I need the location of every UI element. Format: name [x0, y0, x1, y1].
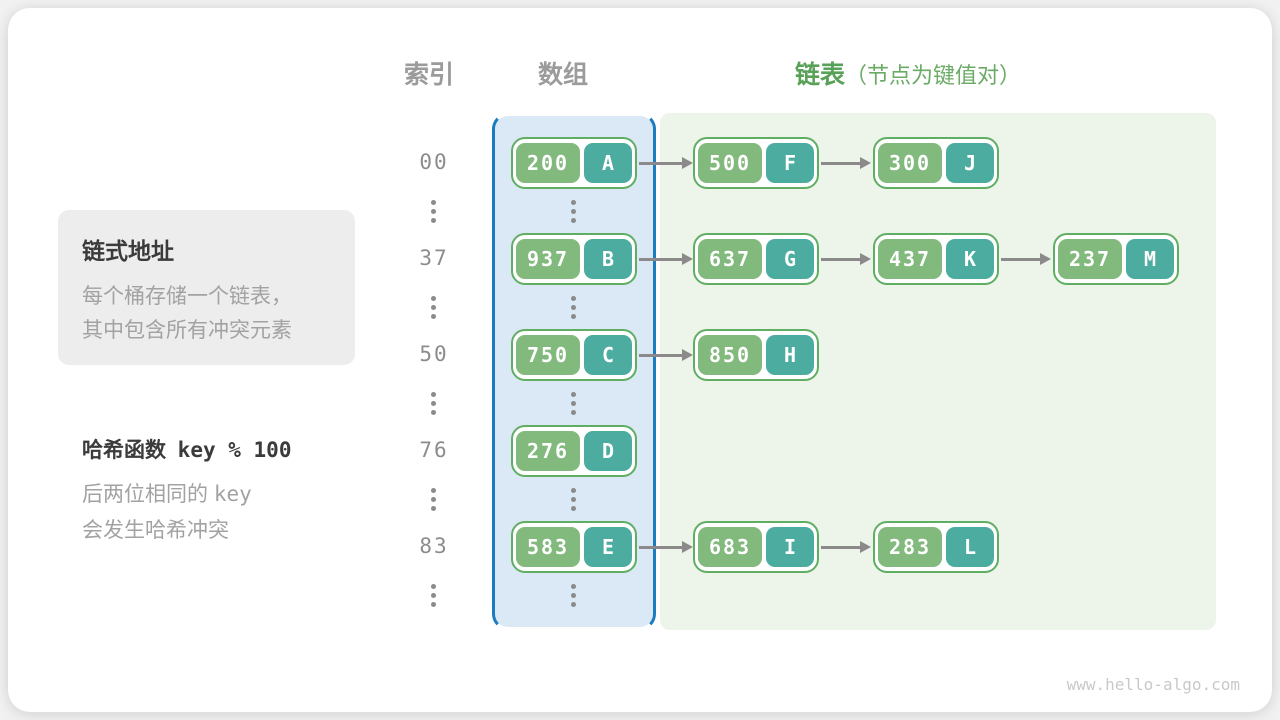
index-label: 37	[419, 246, 449, 270]
chain-node: 300 J	[873, 137, 999, 189]
index-label: 50	[419, 342, 449, 366]
node-value: H	[766, 335, 814, 375]
node-value: C	[584, 335, 632, 375]
bucket-node: 937 B	[511, 233, 637, 285]
node-key: 683	[698, 527, 762, 567]
linked-list-column-header: 链表（节点为键值对）	[795, 55, 1021, 91]
chain-node: 850 H	[693, 329, 819, 381]
hash-note-line2: 会发生哈希冲突	[82, 519, 229, 542]
hash-note-line1: 后两位相同的 key	[82, 482, 252, 506]
node-key: 937	[516, 239, 580, 279]
vertical-ellipsis-icon	[431, 584, 436, 611]
node-key: 200	[516, 143, 580, 183]
index-label: 76	[419, 438, 449, 462]
vertical-ellipsis-icon	[571, 296, 576, 323]
chain-node: 683 I	[693, 521, 819, 573]
chaining-info-box: 链式地址 每个桶存储一个链表， 其中包含所有冲突元素	[58, 210, 355, 365]
index-label: 00	[419, 150, 449, 174]
chain-node: 637 G	[693, 233, 819, 285]
node-key: 437	[878, 239, 942, 279]
hash-function-title: 哈希函数 key % 100	[82, 434, 291, 464]
vertical-ellipsis-icon	[571, 392, 576, 419]
chaining-title: 链式地址	[82, 238, 174, 264]
node-value: I	[766, 527, 814, 567]
bucket-node: 276 D	[511, 425, 637, 477]
chain-node: 237 M	[1053, 233, 1179, 285]
node-key: 583	[516, 527, 580, 567]
chain-node: 437 K	[873, 233, 999, 285]
linked-list-note: （节点为键值对）	[845, 63, 1022, 88]
vertical-ellipsis-icon	[431, 200, 436, 227]
node-value: B	[584, 239, 632, 279]
node-value: M	[1126, 239, 1174, 279]
chain-node: 283 L	[873, 521, 999, 573]
bucket-node: 750 C	[511, 329, 637, 381]
bucket-node: 200 A	[511, 137, 637, 189]
node-key: 300	[878, 143, 942, 183]
vertical-ellipsis-icon	[431, 392, 436, 419]
node-value: L	[946, 527, 994, 567]
linked-list-label: 链表	[795, 61, 846, 89]
node-key: 283	[878, 527, 942, 567]
arrow-icon	[821, 157, 871, 169]
vertical-ellipsis-icon	[431, 296, 436, 323]
node-key: 637	[698, 239, 762, 279]
arrow-icon	[821, 253, 871, 265]
arrow-icon	[639, 349, 693, 361]
node-value: F	[766, 143, 814, 183]
bucket-node: 583 E	[511, 521, 637, 573]
chain-node: 500 F	[693, 137, 819, 189]
arrow-icon	[639, 541, 693, 553]
arrow-icon	[639, 157, 693, 169]
node-key: 500	[698, 143, 762, 183]
node-value: E	[584, 527, 632, 567]
node-value: A	[584, 143, 632, 183]
vertical-ellipsis-icon	[571, 200, 576, 227]
hash-function-label: 哈希函数	[82, 439, 166, 462]
chaining-description-line1: 每个桶存储一个链表，	[82, 285, 292, 308]
node-key: 237	[1058, 239, 1122, 279]
hash-function-formula: key % 100	[177, 438, 292, 462]
node-key: 750	[516, 335, 580, 375]
node-key: 850	[698, 335, 762, 375]
chaining-description-line2: 其中包含所有冲突元素	[82, 319, 292, 342]
vertical-ellipsis-icon	[571, 584, 576, 611]
array-column-header: 数组	[538, 61, 589, 89]
node-value: D	[584, 431, 632, 471]
arrow-icon	[1001, 253, 1051, 265]
vertical-ellipsis-icon	[571, 488, 576, 515]
vertical-ellipsis-icon	[431, 488, 436, 515]
index-column-header: 索引	[404, 61, 455, 89]
node-value: G	[766, 239, 814, 279]
node-key: 276	[516, 431, 580, 471]
arrow-icon	[821, 541, 871, 553]
index-label: 83	[419, 534, 449, 558]
watermark: www.hello-algo.com	[1066, 675, 1240, 694]
node-value: K	[946, 239, 994, 279]
arrow-icon	[639, 253, 693, 265]
node-value: J	[946, 143, 994, 183]
